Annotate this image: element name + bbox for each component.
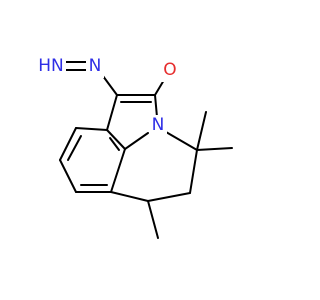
bond-c11-me bbox=[147, 200, 159, 239]
bond-c7-c8 bbox=[59, 127, 77, 161]
atom-n-azo: N bbox=[86, 56, 104, 78]
bond-c3-c4-inner bbox=[109, 137, 120, 151]
bond-c8-c9 bbox=[59, 159, 77, 193]
bond-c2-nring bbox=[154, 94, 158, 118]
atom-hn-label: HN bbox=[38, 56, 64, 76]
atom-n-azo-label: N bbox=[89, 56, 102, 76]
bond-nring-c4 bbox=[124, 132, 149, 150]
atom-layer: HN N O N bbox=[36, 56, 180, 137]
bond-c5-me1 bbox=[196, 111, 207, 151]
bond-nring-c5 bbox=[165, 131, 198, 151]
bond-c10-c4 bbox=[110, 148, 126, 193]
atom-o: O bbox=[160, 60, 180, 82]
bond-c3-c4 bbox=[106, 129, 126, 150]
bond-c12-c5 bbox=[189, 149, 198, 194]
bond-c10-c11 bbox=[110, 191, 149, 202]
atom-hn: HN bbox=[36, 56, 66, 78]
bond-c3-c7 bbox=[75, 127, 108, 131]
bond-c2-o bbox=[154, 79, 165, 96]
bond-layer bbox=[59, 61, 233, 239]
bond-c1-c3 bbox=[106, 94, 118, 131]
atom-n-ring: N bbox=[149, 115, 167, 137]
bond-c11-c12 bbox=[147, 192, 191, 202]
atom-o-label: O bbox=[163, 60, 176, 80]
bond-c5-me2 bbox=[196, 147, 233, 151]
chemical-structure-diagram: HN N O N bbox=[36, 56, 233, 239]
atom-n-ring-label: N bbox=[152, 115, 165, 135]
bond-c7-c8-inner bbox=[67, 135, 82, 161]
